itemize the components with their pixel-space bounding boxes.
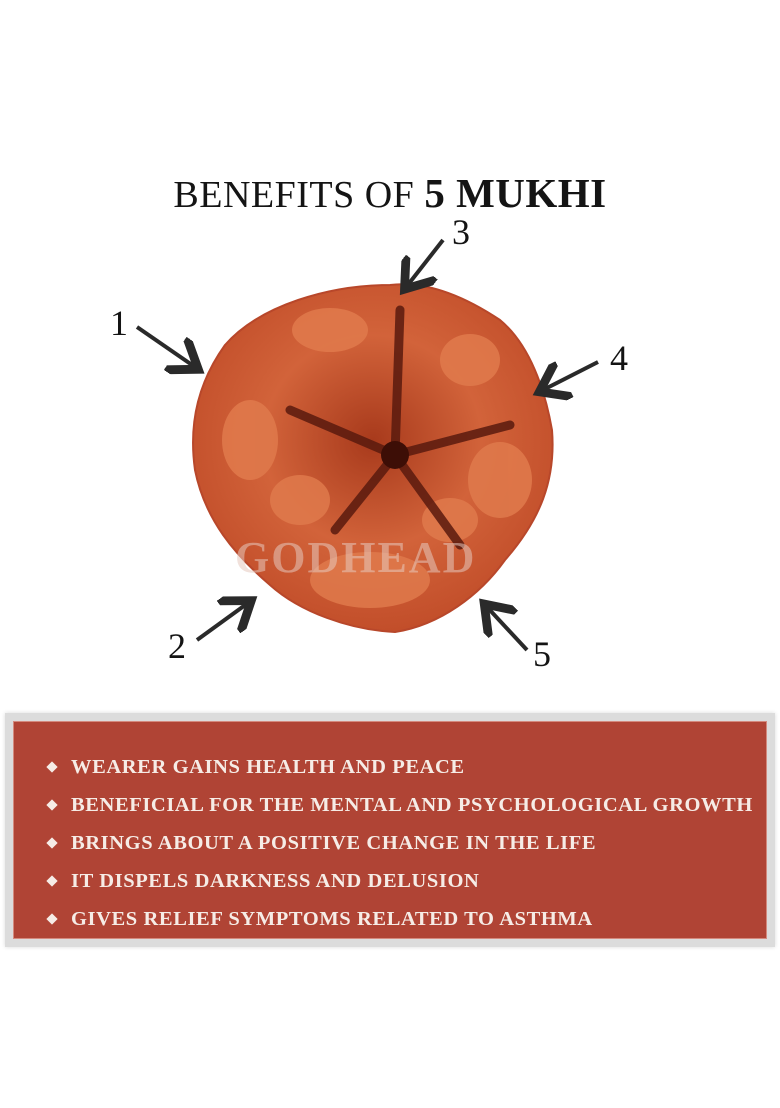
page-title: BENEFITS OF 5 MUKHI — [0, 169, 780, 217]
diamond-bullet-icon — [46, 799, 58, 811]
label-4: 4 — [610, 338, 628, 378]
benefit-text: IT DISPELS DARKNESS AND DELUSION — [71, 869, 480, 892]
benefit-item: IT DISPELS DARKNESS AND DELUSION — [44, 862, 753, 900]
diamond-bullet-icon — [46, 913, 58, 925]
label-2: 2 — [168, 626, 186, 666]
rudraksha-figure: 1 2 3 4 5 — [0, 200, 780, 680]
benefits-box: WEARER GAINS HEALTH AND PEACE BENEFICIAL… — [13, 721, 767, 939]
diamond-bullet-icon — [46, 875, 58, 887]
benefits-list: WEARER GAINS HEALTH AND PEACE BENEFICIAL… — [44, 748, 753, 938]
benefits-panel: WEARER GAINS HEALTH AND PEACE BENEFICIAL… — [5, 713, 775, 947]
arrow-5-icon — [487, 607, 529, 652]
diamond-bullet-icon — [46, 761, 58, 773]
benefit-item: GIVES RELIEF SYMPTOMS RELATED TO ASTHMA — [44, 900, 753, 938]
arrow-4-icon — [543, 360, 599, 390]
diamond-bullet-icon — [46, 837, 58, 849]
benefit-item: BRINGS ABOUT A POSITIVE CHANGE IN THE LI… — [44, 824, 753, 862]
title-prefix: BENEFITS OF — [173, 174, 425, 217]
label-3: 3 — [452, 212, 470, 252]
bead-icon — [192, 283, 554, 634]
benefit-text: BENEFICIAL FOR THE MENTAL AND PSYCHOLOGI… — [71, 793, 753, 816]
rudraksha-bead-illustration — [135, 238, 599, 652]
benefit-text: WEARER GAINS HEALTH AND PEACE — [71, 755, 465, 778]
arrow-1-icon — [135, 325, 195, 367]
benefit-item: BENEFICIAL FOR THE MENTAL AND PSYCHOLOGI… — [44, 786, 753, 824]
arrow-3-icon — [407, 238, 445, 286]
arrow-2-icon — [195, 603, 248, 642]
benefit-text: BRINGS ABOUT A POSITIVE CHANGE IN THE LI… — [71, 831, 597, 854]
benefit-text: GIVES RELIEF SYMPTOMS RELATED TO ASTHMA — [71, 907, 593, 930]
benefit-item: WEARER GAINS HEALTH AND PEACE — [44, 748, 753, 786]
arrow-icons — [135, 238, 599, 652]
label-1: 1 — [110, 303, 128, 343]
watermark: GODHEAD — [235, 533, 477, 582]
label-5: 5 — [533, 634, 551, 674]
title-emphasis: 5 MUKHI — [424, 170, 607, 217]
